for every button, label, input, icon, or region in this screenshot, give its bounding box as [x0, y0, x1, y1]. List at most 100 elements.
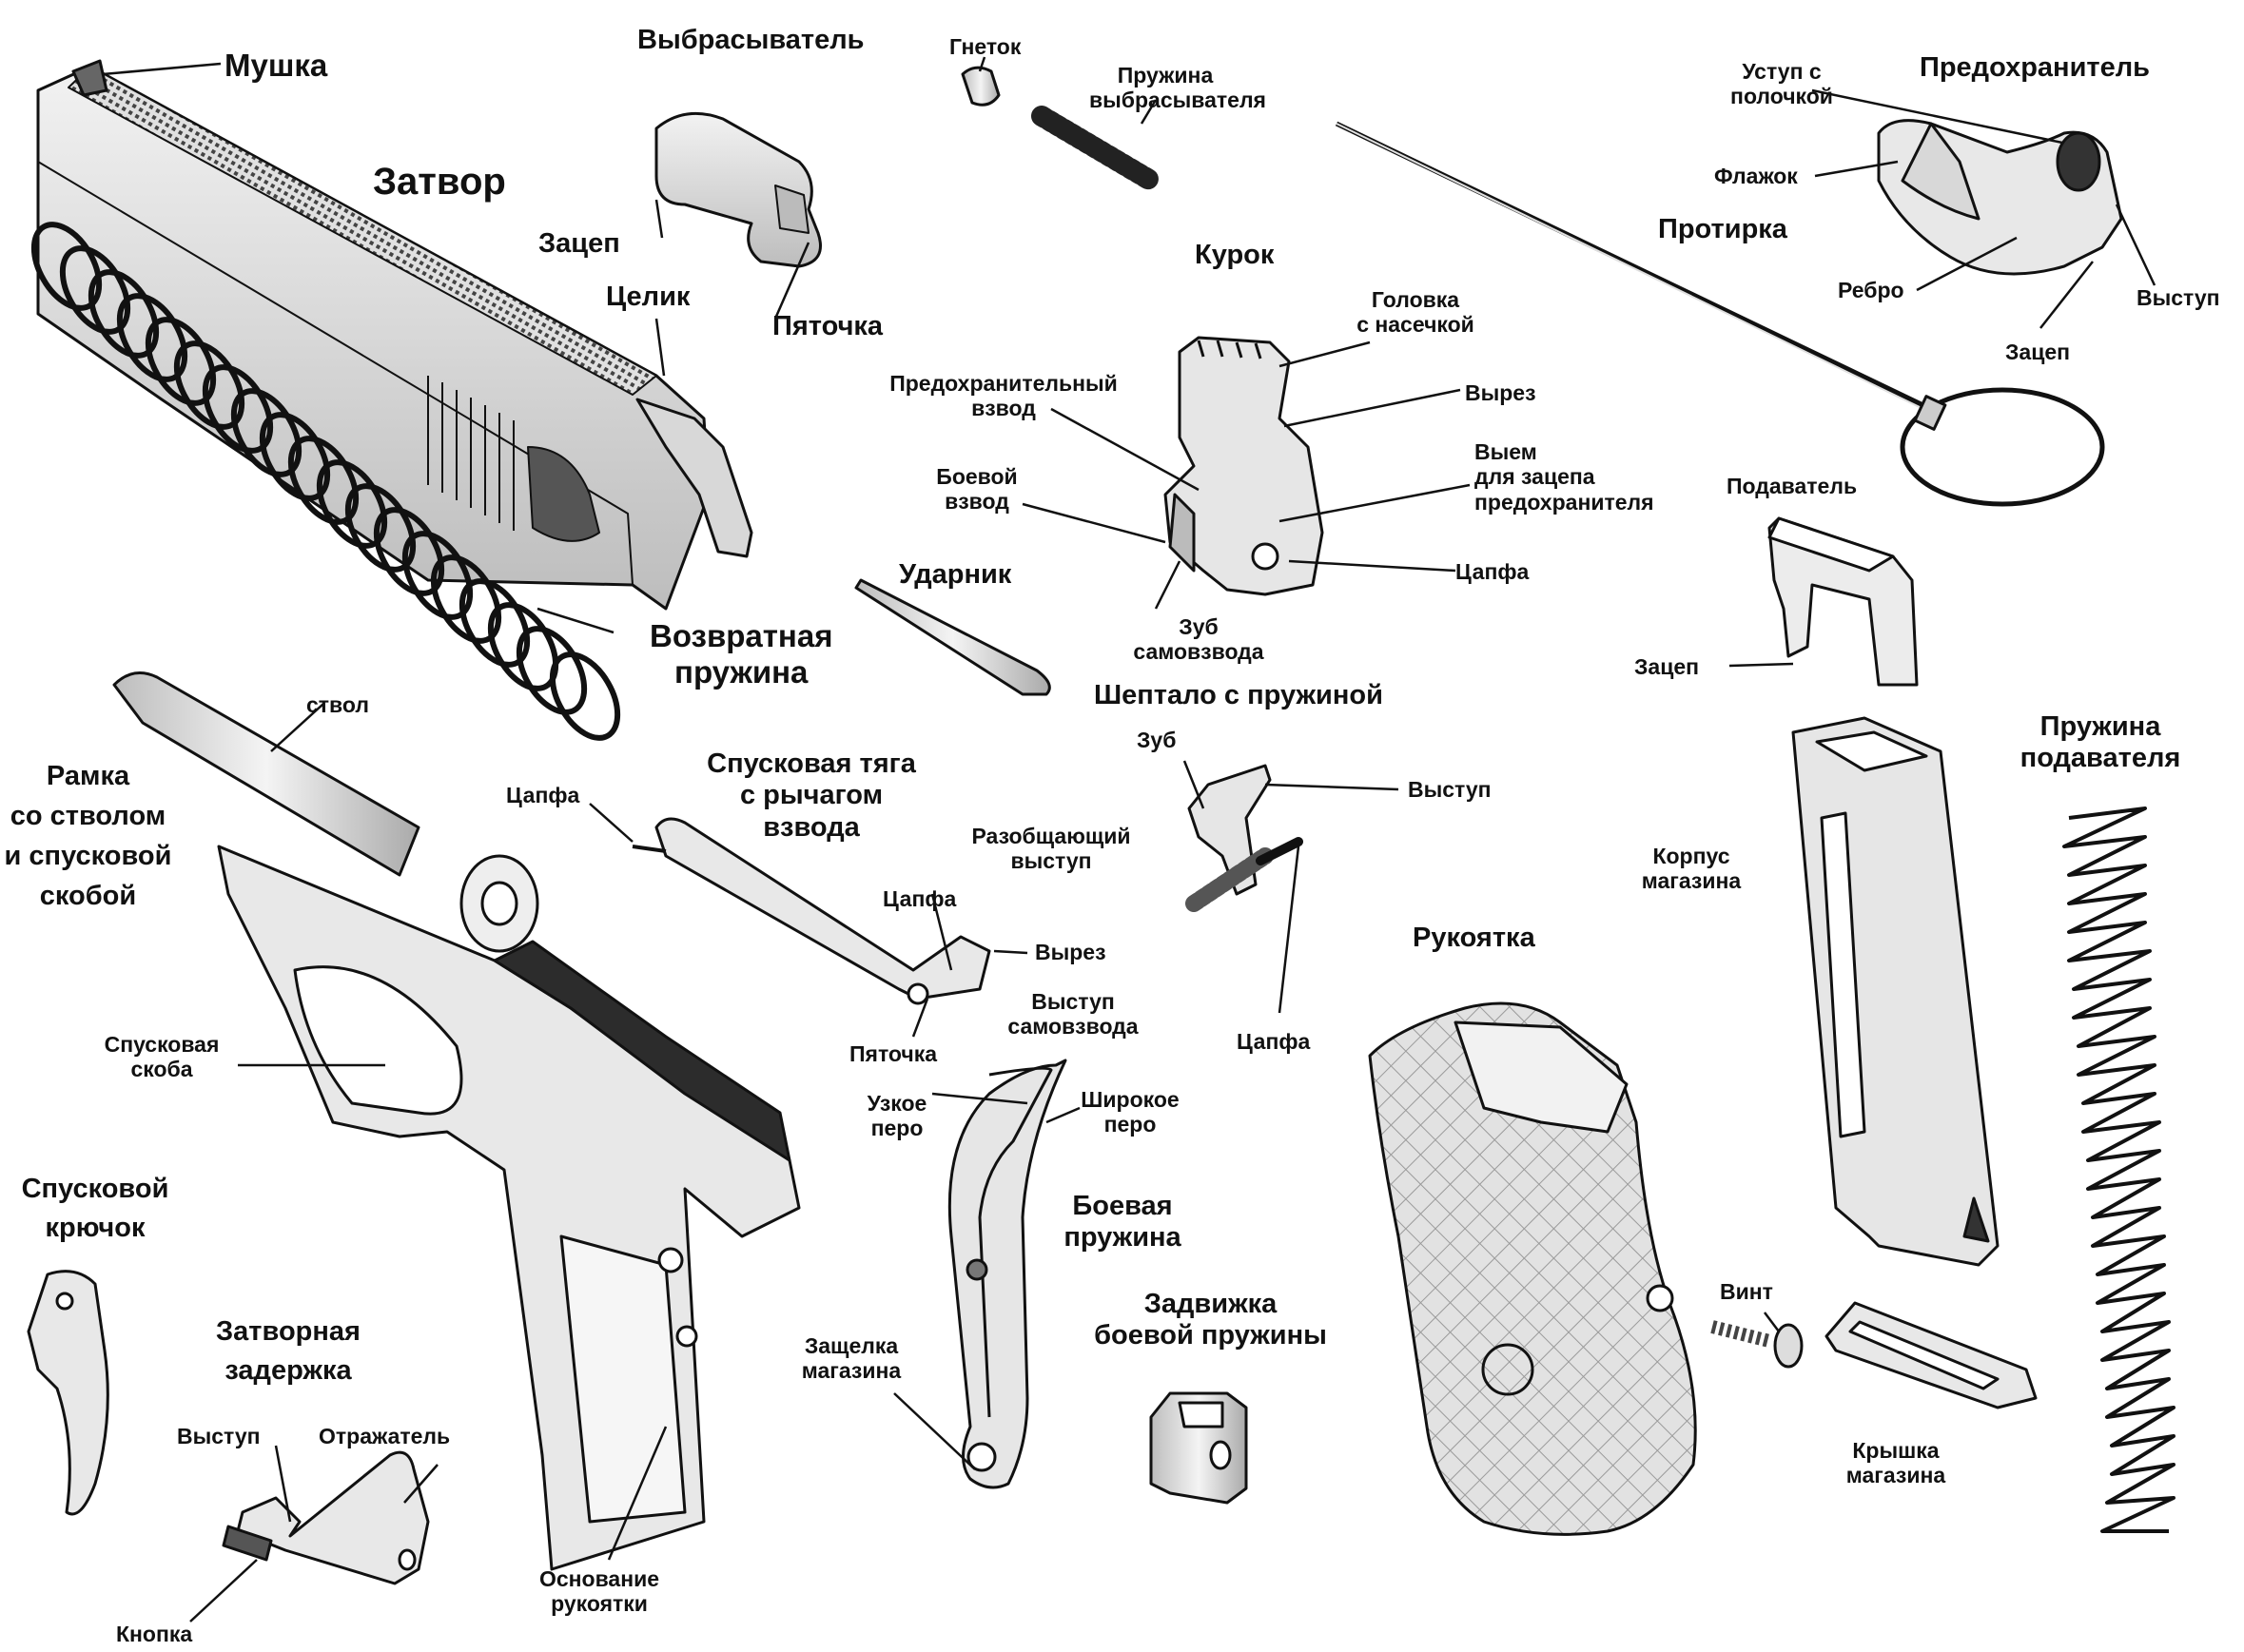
label-trigger-bar-line1: Спусковая тяга — [707, 748, 916, 779]
label-dao-lug-line1: Выступ — [1031, 989, 1115, 1014]
slide-stop — [222, 1450, 430, 1585]
label-follower-spring: Пружина подавателя — [1996, 711, 2205, 775]
label-safety: Предохранитель — [1920, 52, 2150, 83]
label-safety-flag: Флажок — [1714, 164, 1798, 188]
label-front-sight: Мушка — [224, 48, 328, 83]
label-follower-spring-line1: Пружина — [2039, 711, 2161, 742]
label-magazine-body: Корпус магазина — [1634, 844, 1748, 894]
cleaning-rod — [1335, 121, 2105, 507]
label-lever-notch: Вырез — [1035, 940, 1106, 964]
label-trigger-guard: Спусковая скоба — [86, 1032, 238, 1082]
label-trigger-bar: Спусковая тяга с рычагом взвода — [693, 748, 930, 844]
label-trigger-guard-line1: Спусковая — [104, 1032, 220, 1057]
label-sear-lug: Выступ — [1408, 777, 1492, 802]
label-lever-pivot: Цапфа — [883, 886, 957, 911]
label-mainspring-line2: пружина — [1063, 1222, 1181, 1254]
label-disconnector-line1: Разобщающий — [971, 824, 1131, 848]
label-hammer-pivot: Цапфа — [1455, 559, 1530, 584]
label-trigger-bar-pivot: Цапфа — [506, 783, 580, 807]
frame-with-barrel — [112, 671, 801, 1571]
label-grip: Рукоятка — [1413, 923, 1535, 953]
extractor — [654, 111, 822, 268]
label-grip-base: Основание рукоятки — [528, 1566, 671, 1617]
label-grip-base-line1: Основание — [538, 1566, 660, 1591]
label-extractor-heel: Пяточка — [772, 311, 884, 341]
label-frame-line2: со стволом — [10, 801, 166, 832]
label-narrow-leaf-line2: перо — [870, 1116, 924, 1141]
label-mainspring-latch-line1: Задвижка — [1143, 1289, 1278, 1319]
label-magazine-body-line2: магазина — [1641, 868, 1742, 894]
magazine-follower — [1767, 516, 1919, 687]
label-mainspring-latch-line2: боевой пружины — [1094, 1320, 1327, 1351]
label-floorplate-line2: магазина — [1845, 1463, 1946, 1488]
label-safety-lug: Выступ — [2137, 285, 2220, 310]
label-safety-notch-line1: Предохранительный — [889, 371, 1118, 396]
grip-screw — [1710, 1320, 1804, 1369]
slide-part — [36, 59, 753, 611]
extractor-spring — [1031, 106, 1161, 191]
label-narrow-leaf: Узкое перо — [854, 1091, 940, 1141]
label-trigger-guard-line2: скоба — [130, 1057, 193, 1082]
hammer — [1163, 336, 1324, 596]
label-recoil-spring: Возвратная пружина — [650, 618, 832, 690]
label-recoil-spring-line2: пружина — [674, 653, 809, 690]
label-dao-tooth: Зуб самовзвода — [1113, 614, 1284, 665]
label-full-cock-notch-line1: Боевой — [936, 464, 1018, 489]
label-screw: Винт — [1720, 1279, 1773, 1304]
label-hammer-head-line1: Головка — [1371, 287, 1460, 312]
label-disconnector: Разобщающий выступ — [970, 824, 1132, 874]
label-button: Кнопка — [116, 1622, 193, 1646]
magazine-body — [1791, 716, 2000, 1267]
label-sear-pivot: Цапфа — [1237, 1029, 1311, 1054]
label-safety-recess-line2: для зацепа — [1474, 464, 1595, 490]
label-floorplate-line1: Крышка — [1852, 1438, 1940, 1463]
label-mainspring-line1: Боевая — [1072, 1191, 1173, 1221]
label-mainspring: Боевая пружина — [1042, 1191, 1203, 1254]
label-barrel: ствол — [306, 692, 369, 717]
label-trigger-bar-line2: с рычагом — [739, 780, 884, 811]
label-slide: Затвор — [373, 161, 506, 203]
label-trigger-line1: Спусковой — [21, 1174, 169, 1204]
label-wide-leaf-line2: перо — [1103, 1112, 1157, 1137]
safety-lever — [1877, 119, 2123, 276]
label-safety-ledge: Уступ с полочкой — [1720, 59, 1844, 109]
label-rear-sight: Целик — [606, 282, 691, 312]
label-narrow-leaf-line1: Узкое — [867, 1091, 927, 1116]
label-ejector: Отражатель — [319, 1424, 451, 1448]
label-slide-stop-line2: задержка — [224, 1354, 352, 1386]
label-slide-stop: Затворная задержка — [193, 1312, 383, 1390]
label-floorplate: Крышка магазина — [1834, 1438, 1958, 1488]
label-hammer-head-line2: с насечкой — [1356, 312, 1474, 338]
label-follower-spring-line2: подавателя — [2020, 743, 2181, 774]
label-safety-recess-line3: предохранителя — [1474, 489, 1654, 515]
label-cleaning-rod: Протирка — [1658, 214, 1787, 244]
label-dao-tooth-line1: Зуб — [1179, 614, 1219, 639]
label-safety-notch: Предохранительный взвод — [875, 371, 1132, 421]
label-slide-stop-lug: Выступ — [177, 1424, 261, 1448]
label-wide-leaf-line1: Широкое — [1081, 1087, 1180, 1112]
label-safety-recess: Выем для зацепа предохранителя — [1474, 439, 1654, 515]
label-frame: Рамка со стволом и спусковой скобой — [0, 756, 176, 916]
label-slide-stop-line1: Затворная — [216, 1316, 361, 1347]
mainspring — [947, 1059, 1067, 1489]
label-disconnector-line2: выступ — [1010, 848, 1092, 874]
label-mainspring-latch: Задвижка боевой пружины — [1061, 1289, 1360, 1352]
label-frame-line4: скобой — [39, 881, 137, 912]
label-dao-lug-line2: самовзвода — [1007, 1014, 1139, 1040]
label-safety-rib: Ребро — [1838, 278, 1904, 302]
label-follower-hook: Зацеп — [1634, 654, 1700, 679]
label-safety-hook: Зацеп — [2005, 340, 2071, 364]
label-safety-ledge-line2: полочкой — [1730, 84, 1833, 109]
magazine-floorplate — [1824, 1301, 2038, 1409]
label-frame-line3: и спусковой — [4, 841, 172, 872]
leader-lines — [102, 56, 2156, 1623]
trigger-bar — [632, 817, 991, 1005]
label-hammer: Курок — [1195, 240, 1275, 270]
label-extractor-hook: Зацеп — [538, 228, 620, 259]
label-trigger-bar-heel: Пяточка — [849, 1041, 938, 1066]
label-sear: Шептало с пружиной — [1094, 680, 1383, 710]
label-full-cock-notch: Боевой взвод — [925, 464, 1029, 515]
label-extractor-spring-line2: выбрасывателя — [1089, 87, 1266, 113]
label-magazine-catch-line2: магазина — [801, 1358, 902, 1384]
